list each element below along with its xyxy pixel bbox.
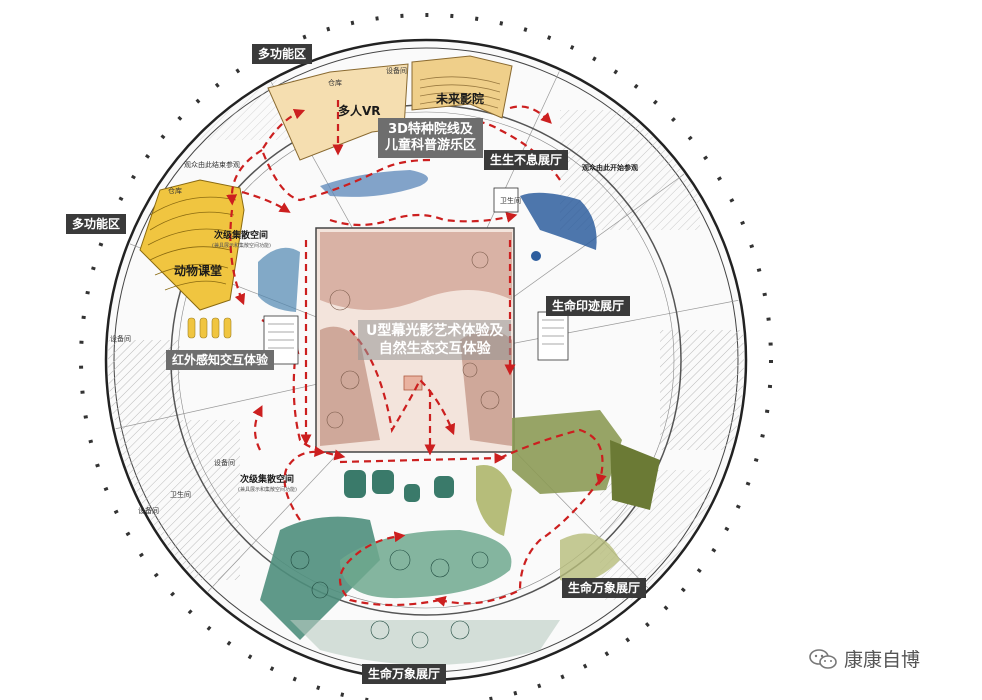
life-vientiane-bottom-label: 生命万象展厅 xyxy=(362,664,447,684)
restroom-lower-label: 卫生间 xyxy=(170,491,191,499)
watermark-text: 康康自博 xyxy=(844,649,921,671)
warehouse-left-label: 仓库 xyxy=(168,187,182,195)
teal-zone-bottom xyxy=(260,516,380,640)
equipment-low2-label: 设备间 xyxy=(138,507,159,515)
outer-dot-ring xyxy=(79,13,773,700)
watermark: 康康自博 xyxy=(808,645,920,672)
animal-class-label: 动物课堂 xyxy=(174,264,223,278)
equipment-left-label: 设备间 xyxy=(110,335,131,343)
wechat-icon xyxy=(809,648,837,669)
multi-function-zone-top-label: 多功能区 xyxy=(252,44,313,64)
blue-pool-top xyxy=(320,170,428,197)
cinema-label: 未来影院 xyxy=(436,92,485,106)
secondary-space-bottom-sub: (兼具展示和集散空间功能) xyxy=(238,487,297,493)
warehouse-label: 仓库 xyxy=(328,79,342,87)
special-3d-label: 3D特种院线及 儿童科普游乐区 xyxy=(378,118,484,158)
vr-label: 多人VR xyxy=(338,104,381,118)
equipment-lower-label: 设备间 xyxy=(214,459,235,467)
cinema-zone xyxy=(411,55,513,119)
infrared-label: 红外感知交互体验 xyxy=(166,350,275,370)
secondary-space-bottom-label: 次级集散空间 xyxy=(240,475,295,485)
restroom-top-label: 卫生间 xyxy=(500,197,521,205)
green-zone-right xyxy=(512,410,622,494)
life-never-stop-label: 生生不息展厅 xyxy=(484,150,569,170)
secondary-space-top-sub: (兼具展示和集散空间功能) xyxy=(212,243,271,249)
multi-function-zone-left-label: 多功能区 xyxy=(66,214,127,234)
u-theater-label: U型幕光影艺术体验及 自然生态交互体验 xyxy=(358,320,512,360)
secondary-space-top-label: 次级集散空间 xyxy=(214,231,269,241)
life-trace-label: 生命印迹展厅 xyxy=(546,296,631,316)
life-vientiane-right-label: 生命万象展厅 xyxy=(562,578,647,598)
end-visit-label: 观众由此结束参观 xyxy=(184,161,240,169)
start-visit-label: 观众由此开始参观 xyxy=(582,164,638,172)
equipment-top-label: 设备间 xyxy=(386,67,407,75)
